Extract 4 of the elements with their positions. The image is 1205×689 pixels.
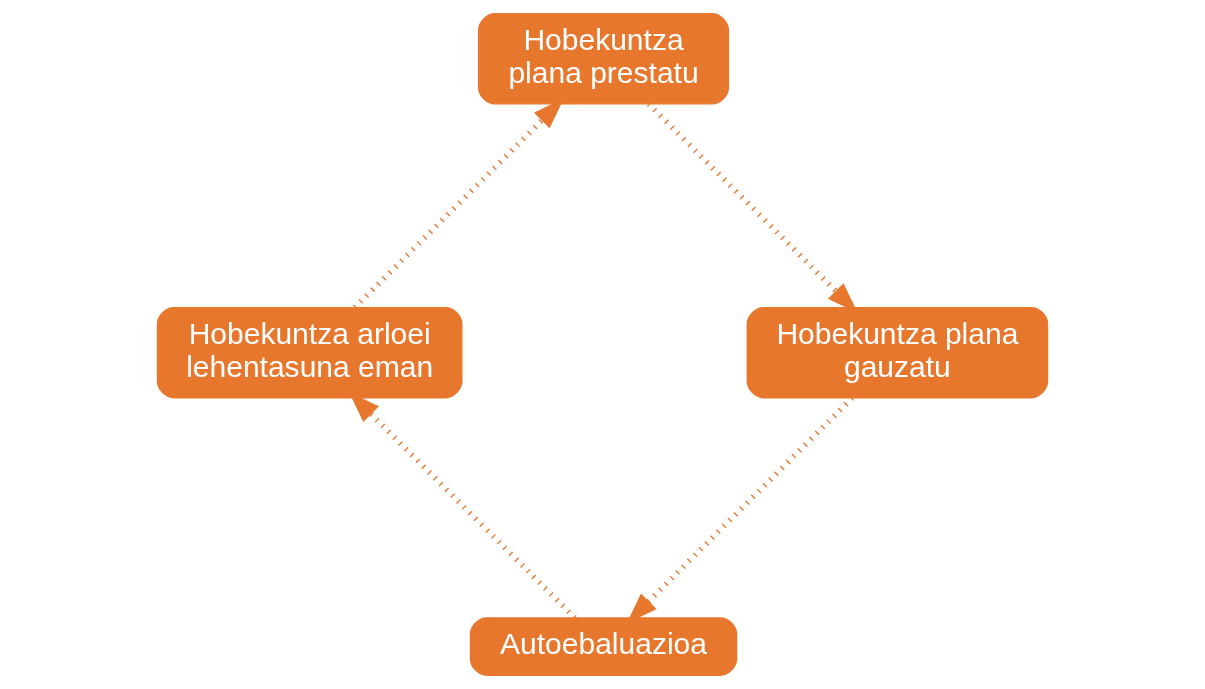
node-box: Hobekuntza plana gauzatu xyxy=(746,306,1049,399)
node-box: Hobekuntza plana prestatu xyxy=(477,13,730,105)
node-box: Autoebaluazioa xyxy=(469,617,738,676)
node-box: Hobekuntza arloei lehentasuna eman xyxy=(156,306,463,399)
